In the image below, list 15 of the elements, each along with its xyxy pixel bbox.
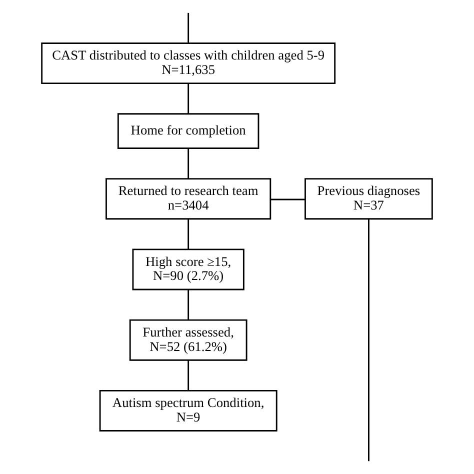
connector [188, 148, 190, 179]
node-box: Autism spectrum Condition, N=9 [99, 390, 278, 432]
connector [270, 198, 306, 200]
node-box: Previous diagnoses N=37 [304, 178, 433, 220]
connector [188, 290, 190, 320]
node-box: High score ≥15, N=90 (2.7%) [132, 248, 244, 290]
connector [188, 218, 190, 250]
connector [188, 84, 190, 114]
connector [188, 360, 190, 391]
connector [188, 12, 190, 43]
node-box: Returned to research team n=3404 [106, 178, 272, 220]
node-box: CAST distributed to classes with children aged 5-9 N=11,635 [41, 42, 336, 84]
connector [368, 219, 370, 462]
node-box: Home for completion [117, 113, 260, 149]
node-box: Further assessed, N=52 (61.2%) [129, 319, 248, 361]
